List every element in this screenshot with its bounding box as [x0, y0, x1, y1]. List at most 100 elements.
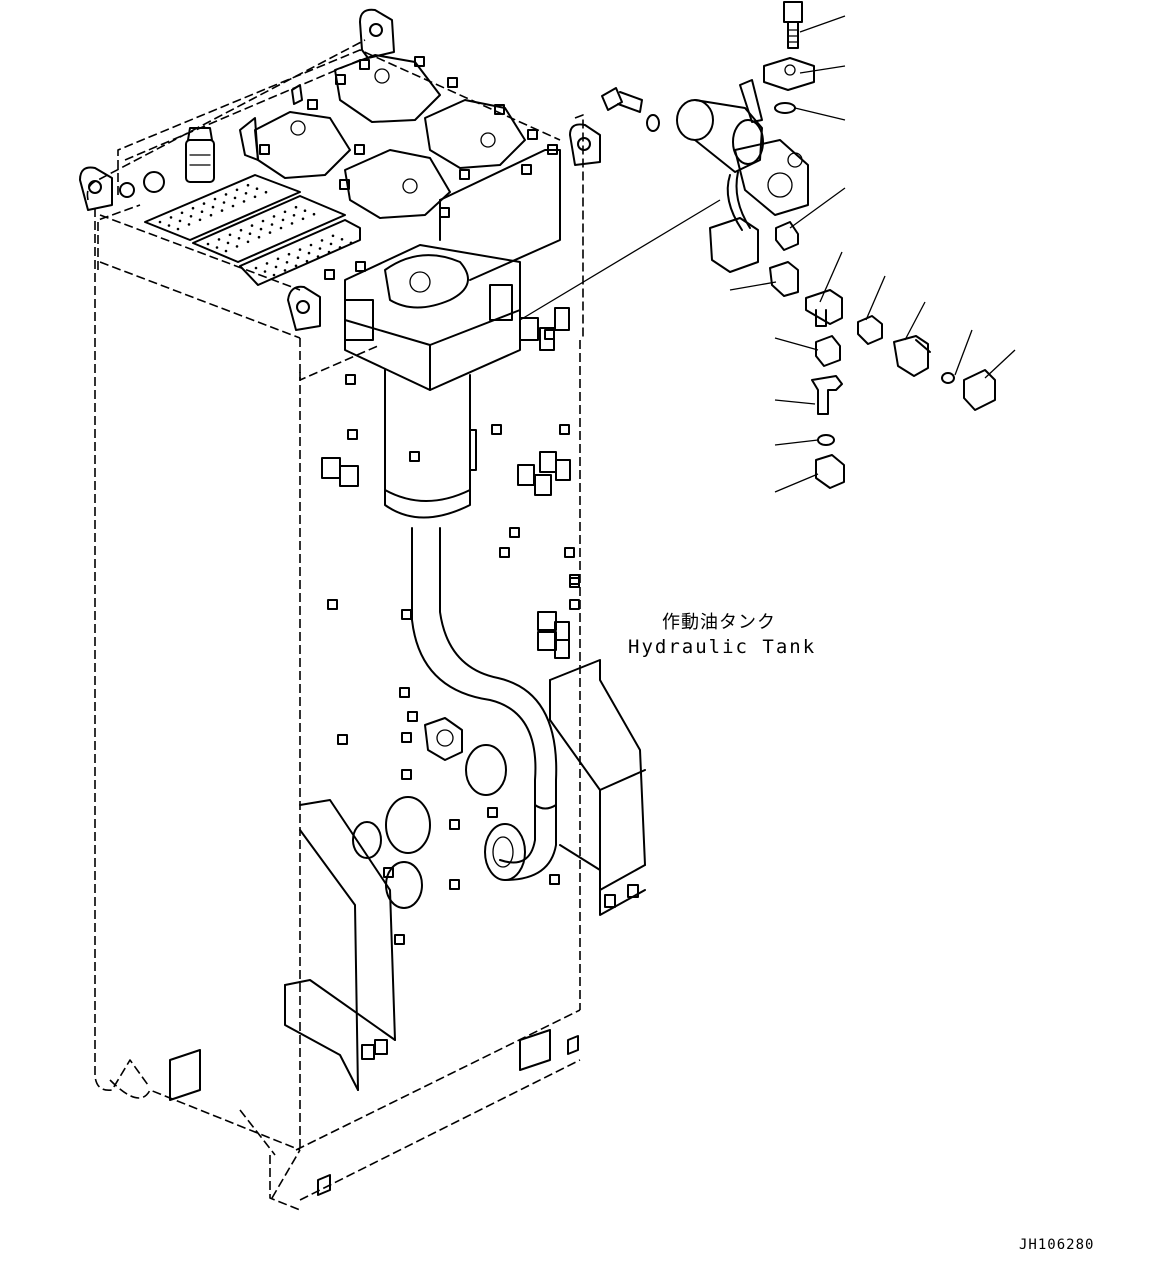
perforation-dot — [158, 220, 162, 224]
perforation-dot — [224, 249, 228, 253]
perforation-dot — [294, 205, 298, 209]
perforation-dot — [176, 227, 180, 231]
perforation-dot — [209, 213, 213, 217]
perforation-dot — [318, 247, 322, 250]
perforation-dot — [303, 209, 307, 212]
perforation-dot — [331, 234, 335, 238]
side-channel — [549, 659, 646, 916]
perforation-dot — [290, 222, 294, 225]
perforation-dot — [211, 205, 215, 209]
perforation-dot — [320, 239, 324, 242]
perforation-dot — [246, 240, 250, 244]
perforation-dot — [202, 202, 206, 205]
component-label-english: Hydraulic Tank — [628, 636, 817, 658]
perforation-dot — [265, 262, 269, 265]
bolt-head — [401, 732, 412, 743]
lifting-eyes — [79, 8, 601, 331]
perforation-dot — [263, 270, 267, 273]
bolt-head — [394, 934, 405, 945]
bolt-head — [414, 56, 425, 67]
perforation-dot — [191, 206, 195, 210]
perforation-dot — [167, 224, 171, 227]
return-filter-housing — [344, 149, 561, 391]
perforation-dot — [276, 257, 280, 261]
bolt-head — [569, 574, 580, 585]
perforation-dot — [206, 242, 210, 246]
perforation-dot — [270, 223, 274, 226]
perforation-dot — [180, 211, 184, 215]
perforation-dot — [292, 214, 296, 217]
bolt-head — [527, 129, 538, 140]
bolt-head — [491, 424, 502, 435]
perforation-dot — [309, 243, 313, 247]
exploded-parts — [601, 1, 996, 489]
perforation-dot — [198, 218, 202, 222]
tank-body-outline — [86, 39, 584, 1211]
perforation-dot — [259, 227, 263, 231]
bolt-head — [547, 144, 558, 155]
perforation-dot — [235, 188, 239, 192]
perforation-dot — [233, 196, 237, 200]
inspection-covers — [352, 717, 507, 909]
perforation-dot — [250, 224, 254, 227]
perforation-dot — [248, 232, 252, 235]
perforation-dot — [338, 246, 342, 249]
bolt-head — [327, 599, 338, 610]
bottom-feet — [169, 1029, 579, 1196]
bolt-head — [549, 874, 560, 885]
bolt-head — [521, 164, 532, 175]
bolt-head — [324, 269, 335, 280]
suction-hose — [411, 527, 558, 881]
perforation-dot — [316, 255, 320, 258]
bolt-head — [564, 547, 575, 558]
bolt-head — [449, 879, 460, 890]
perforation-dot — [312, 212, 316, 216]
bolt-head — [569, 599, 580, 610]
tank-top-plate — [97, 49, 561, 381]
perforation-dot — [327, 250, 331, 254]
perforation-dot — [274, 265, 278, 269]
perforation-dot — [283, 210, 287, 214]
perforation-dot — [268, 231, 272, 234]
perforation-dot — [283, 269, 287, 272]
perforation-dot — [235, 245, 239, 248]
perforation-dot — [237, 237, 241, 240]
bolt-head — [559, 424, 570, 435]
bolt-head — [459, 169, 470, 180]
perforation-dot — [349, 241, 353, 245]
bolt-head — [347, 429, 358, 440]
perforation-dot — [215, 246, 219, 249]
perforated-plates — [144, 174, 361, 286]
perforation-dot — [329, 242, 333, 246]
bolt-head — [439, 207, 450, 218]
bolt-head — [335, 74, 346, 85]
perforation-dot — [220, 209, 224, 212]
perforation-dot — [187, 223, 191, 226]
bolt-head — [449, 819, 460, 830]
perforation-dot — [242, 200, 246, 203]
bolt-head — [259, 144, 270, 155]
perforation-dot — [340, 238, 344, 241]
breather-assembly — [119, 84, 303, 198]
bolt-head — [355, 261, 366, 272]
side-bosses — [321, 307, 571, 659]
bolt-head — [447, 77, 458, 88]
perforation-dot — [279, 226, 283, 230]
bolt-head — [337, 734, 348, 745]
bolt-head — [399, 687, 410, 698]
perforation-dot — [261, 219, 265, 223]
perforation-dot — [254, 266, 258, 270]
perforation-dot — [189, 215, 193, 218]
perforation-dot — [307, 251, 311, 255]
perforation-dot — [222, 201, 226, 204]
perforation-dot — [169, 216, 173, 219]
perforation-dot — [294, 264, 298, 268]
bolt-head — [494, 104, 505, 115]
lower-channel — [284, 799, 396, 1091]
bolt-head — [354, 144, 365, 155]
perforation-dot — [178, 219, 182, 223]
bolt-head — [339, 179, 350, 190]
bolt-head — [401, 769, 412, 780]
